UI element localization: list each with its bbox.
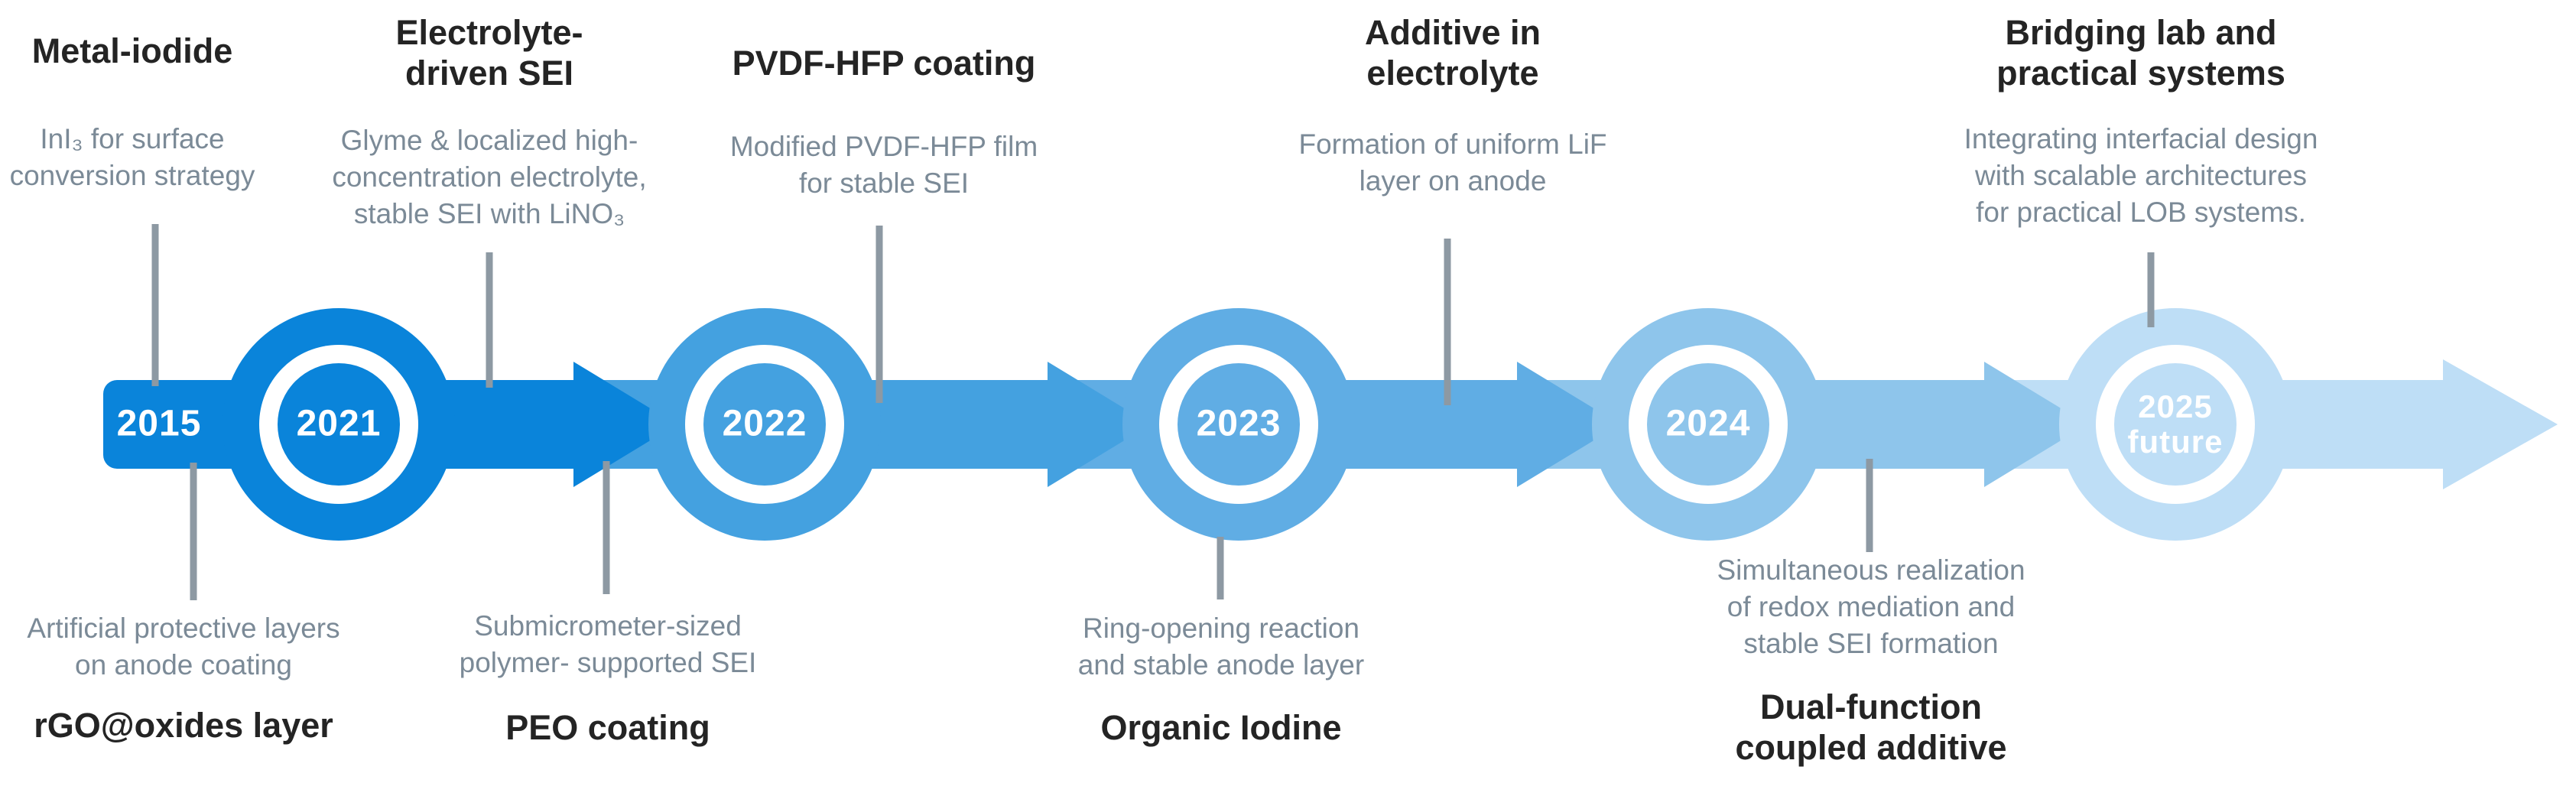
ring-inner-disc bbox=[1178, 363, 1300, 486]
bottom-heading-organic-iodine: Organic Iodine bbox=[1100, 708, 1342, 747]
top-note-electrolyte-sei: Glyme & localized high- concentration el… bbox=[332, 125, 647, 230]
top-heading-bridging: Bridging lab and practical systems bbox=[1996, 13, 2285, 93]
bottom-note-rgo: Artificial protective layers on anode co… bbox=[27, 612, 340, 681]
year-label: 2023 bbox=[1196, 403, 1282, 444]
connector-line-top-metal-iodide bbox=[151, 224, 159, 386]
bottom-note-peo: Submicrometer-sized polymer- supported S… bbox=[459, 610, 757, 679]
top-heading-additive: Additive in electrolyte bbox=[1364, 13, 1541, 93]
bottom-heading-rgo: rGO@oxides layer bbox=[34, 706, 333, 745]
top-note-additive: Formation of uniform LiF layer on anode bbox=[1298, 128, 1607, 197]
top-heading-metal-iodide: Metal-iodide bbox=[31, 31, 233, 70]
arrow-head-future bbox=[2443, 359, 2558, 489]
ring-inner-disc bbox=[2114, 363, 2237, 486]
connector-line-top-electrolyte-sei bbox=[486, 252, 493, 388]
year-label: 2024 bbox=[1665, 403, 1751, 444]
year-label-future: 2025 future bbox=[2127, 388, 2224, 460]
arrow-head-2024-2025 bbox=[1984, 362, 2087, 487]
ring-2023 bbox=[1122, 308, 1355, 541]
top-heading-electrolyte-sei: Electrolyte- driven SEI bbox=[395, 13, 583, 93]
ring-inner-disc bbox=[278, 363, 400, 486]
top-note-bridging: Integrating interfacial design with scal… bbox=[1964, 123, 2318, 229]
bottom-note-dual-function: Simultaneous realization of redox mediat… bbox=[1717, 554, 2025, 660]
connector-line-top-bridging bbox=[2147, 252, 2155, 327]
ring-2024 bbox=[1592, 308, 1824, 541]
ring-2021 bbox=[223, 308, 455, 541]
ring-inner-disc bbox=[1647, 363, 1769, 486]
top-heading-pvdf-hfp: PVDF-HFP coating bbox=[732, 44, 1036, 83]
ring-2022 bbox=[648, 308, 881, 541]
top-note-pvdf-hfp: Modified PVDF-HFP film for stable SEI bbox=[729, 131, 1038, 200]
ring-2025 bbox=[2059, 308, 2292, 541]
arrow-head-2023-2024 bbox=[1517, 362, 1620, 487]
connector-line-bottom-organic-iodine bbox=[1217, 537, 1224, 599]
connector-line-bottom-rgo bbox=[190, 463, 197, 600]
top-note-metal-iodide: InI₃ for surface conversion strategy bbox=[9, 123, 255, 192]
connector-line-top-pvdf-hfp bbox=[875, 226, 883, 403]
bottom-heading-peo: PEO coating bbox=[505, 708, 710, 747]
connector-line-top-additive bbox=[1444, 239, 1451, 405]
bottom-note-organic-iodine: Ring-opening reaction and stable anode l… bbox=[1077, 612, 1365, 681]
arrow-head-2022-2023 bbox=[1048, 362, 1151, 487]
bottom-heading-dual-function: Dual-function coupled additive bbox=[1735, 687, 2007, 768]
arrow-head-2021-2022 bbox=[573, 362, 677, 487]
connector-line-bottom-dual-function bbox=[1866, 459, 1873, 552]
year-label: 2015 bbox=[116, 403, 202, 444]
ring-inner-disc bbox=[703, 363, 826, 486]
connector-line-bottom-peo bbox=[603, 461, 610, 594]
year-label: 2021 bbox=[296, 403, 382, 444]
year-label: 2022 bbox=[722, 403, 807, 444]
